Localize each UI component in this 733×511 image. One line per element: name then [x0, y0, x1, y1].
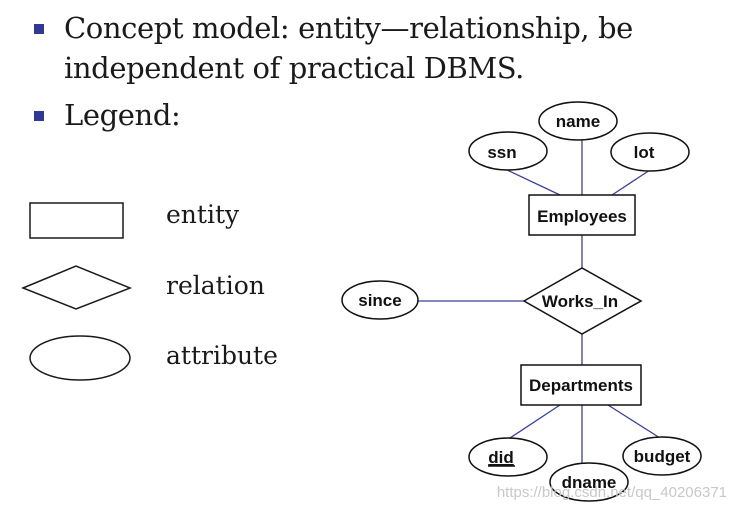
attr-dname-label: dname: [562, 473, 617, 492]
attr-lot-ellipse: [610, 132, 690, 172]
legend-attribute-ellipse: [29, 335, 131, 381]
attr-dname-ellipse: [549, 462, 629, 502]
entity-departments-label: Departments: [529, 376, 633, 395]
legend-relation-diamond: [21, 265, 133, 310]
attr-budget-label: budget: [634, 447, 691, 466]
connector-ssn-employees: [504, 168, 561, 196]
entity-departments-box: [520, 364, 642, 406]
attr-ssn-ellipse: [468, 131, 548, 171]
er-connectors: [418, 140, 661, 463]
bullet-concept-line1: Concept model: entity—relationship, be: [64, 11, 633, 45]
legend-relation-label: relation: [166, 271, 265, 300]
bullet-concept-line2: independent of practical DBMS.: [64, 51, 524, 85]
watermark-text: https://blog.csdn.net/qq_40206371: [497, 484, 727, 501]
attr-lot-label: lot: [634, 143, 655, 162]
bullet-square-icon: [34, 111, 44, 121]
bullet-concept-text: Concept model: entity—relationship, be i…: [64, 8, 633, 88]
legend-entity-rectangle: [29, 202, 124, 239]
connector-lot-employees: [611, 169, 651, 196]
bullet-legend-text: Legend:: [64, 98, 181, 132]
bullet-concept-model: Concept model: entity—relationship, be i…: [34, 8, 633, 88]
attr-did-label: did: [488, 448, 514, 467]
relationship-works-in-label: Works_In: [542, 292, 618, 311]
connector-departments-did: [506, 404, 561, 441]
entity-employees-label: Employees: [537, 207, 627, 226]
legend-attribute-label: attribute: [166, 341, 278, 370]
attr-name-ellipse: [538, 101, 618, 141]
legend-entity-label: entity: [166, 200, 240, 229]
attr-ssn-label: ssn: [487, 143, 516, 162]
attr-since-ellipse: [341, 280, 419, 320]
bullet-square-icon: [34, 24, 44, 34]
attr-since-label: since: [358, 291, 401, 310]
connector-departments-budget: [607, 404, 661, 439]
attr-name-label: name: [556, 112, 600, 131]
entity-employees-box: [528, 194, 636, 236]
bullet-legend: Legend:: [34, 95, 181, 135]
relationship-works-in-diamond: [522, 267, 643, 335]
attr-budget-ellipse: [622, 436, 702, 476]
